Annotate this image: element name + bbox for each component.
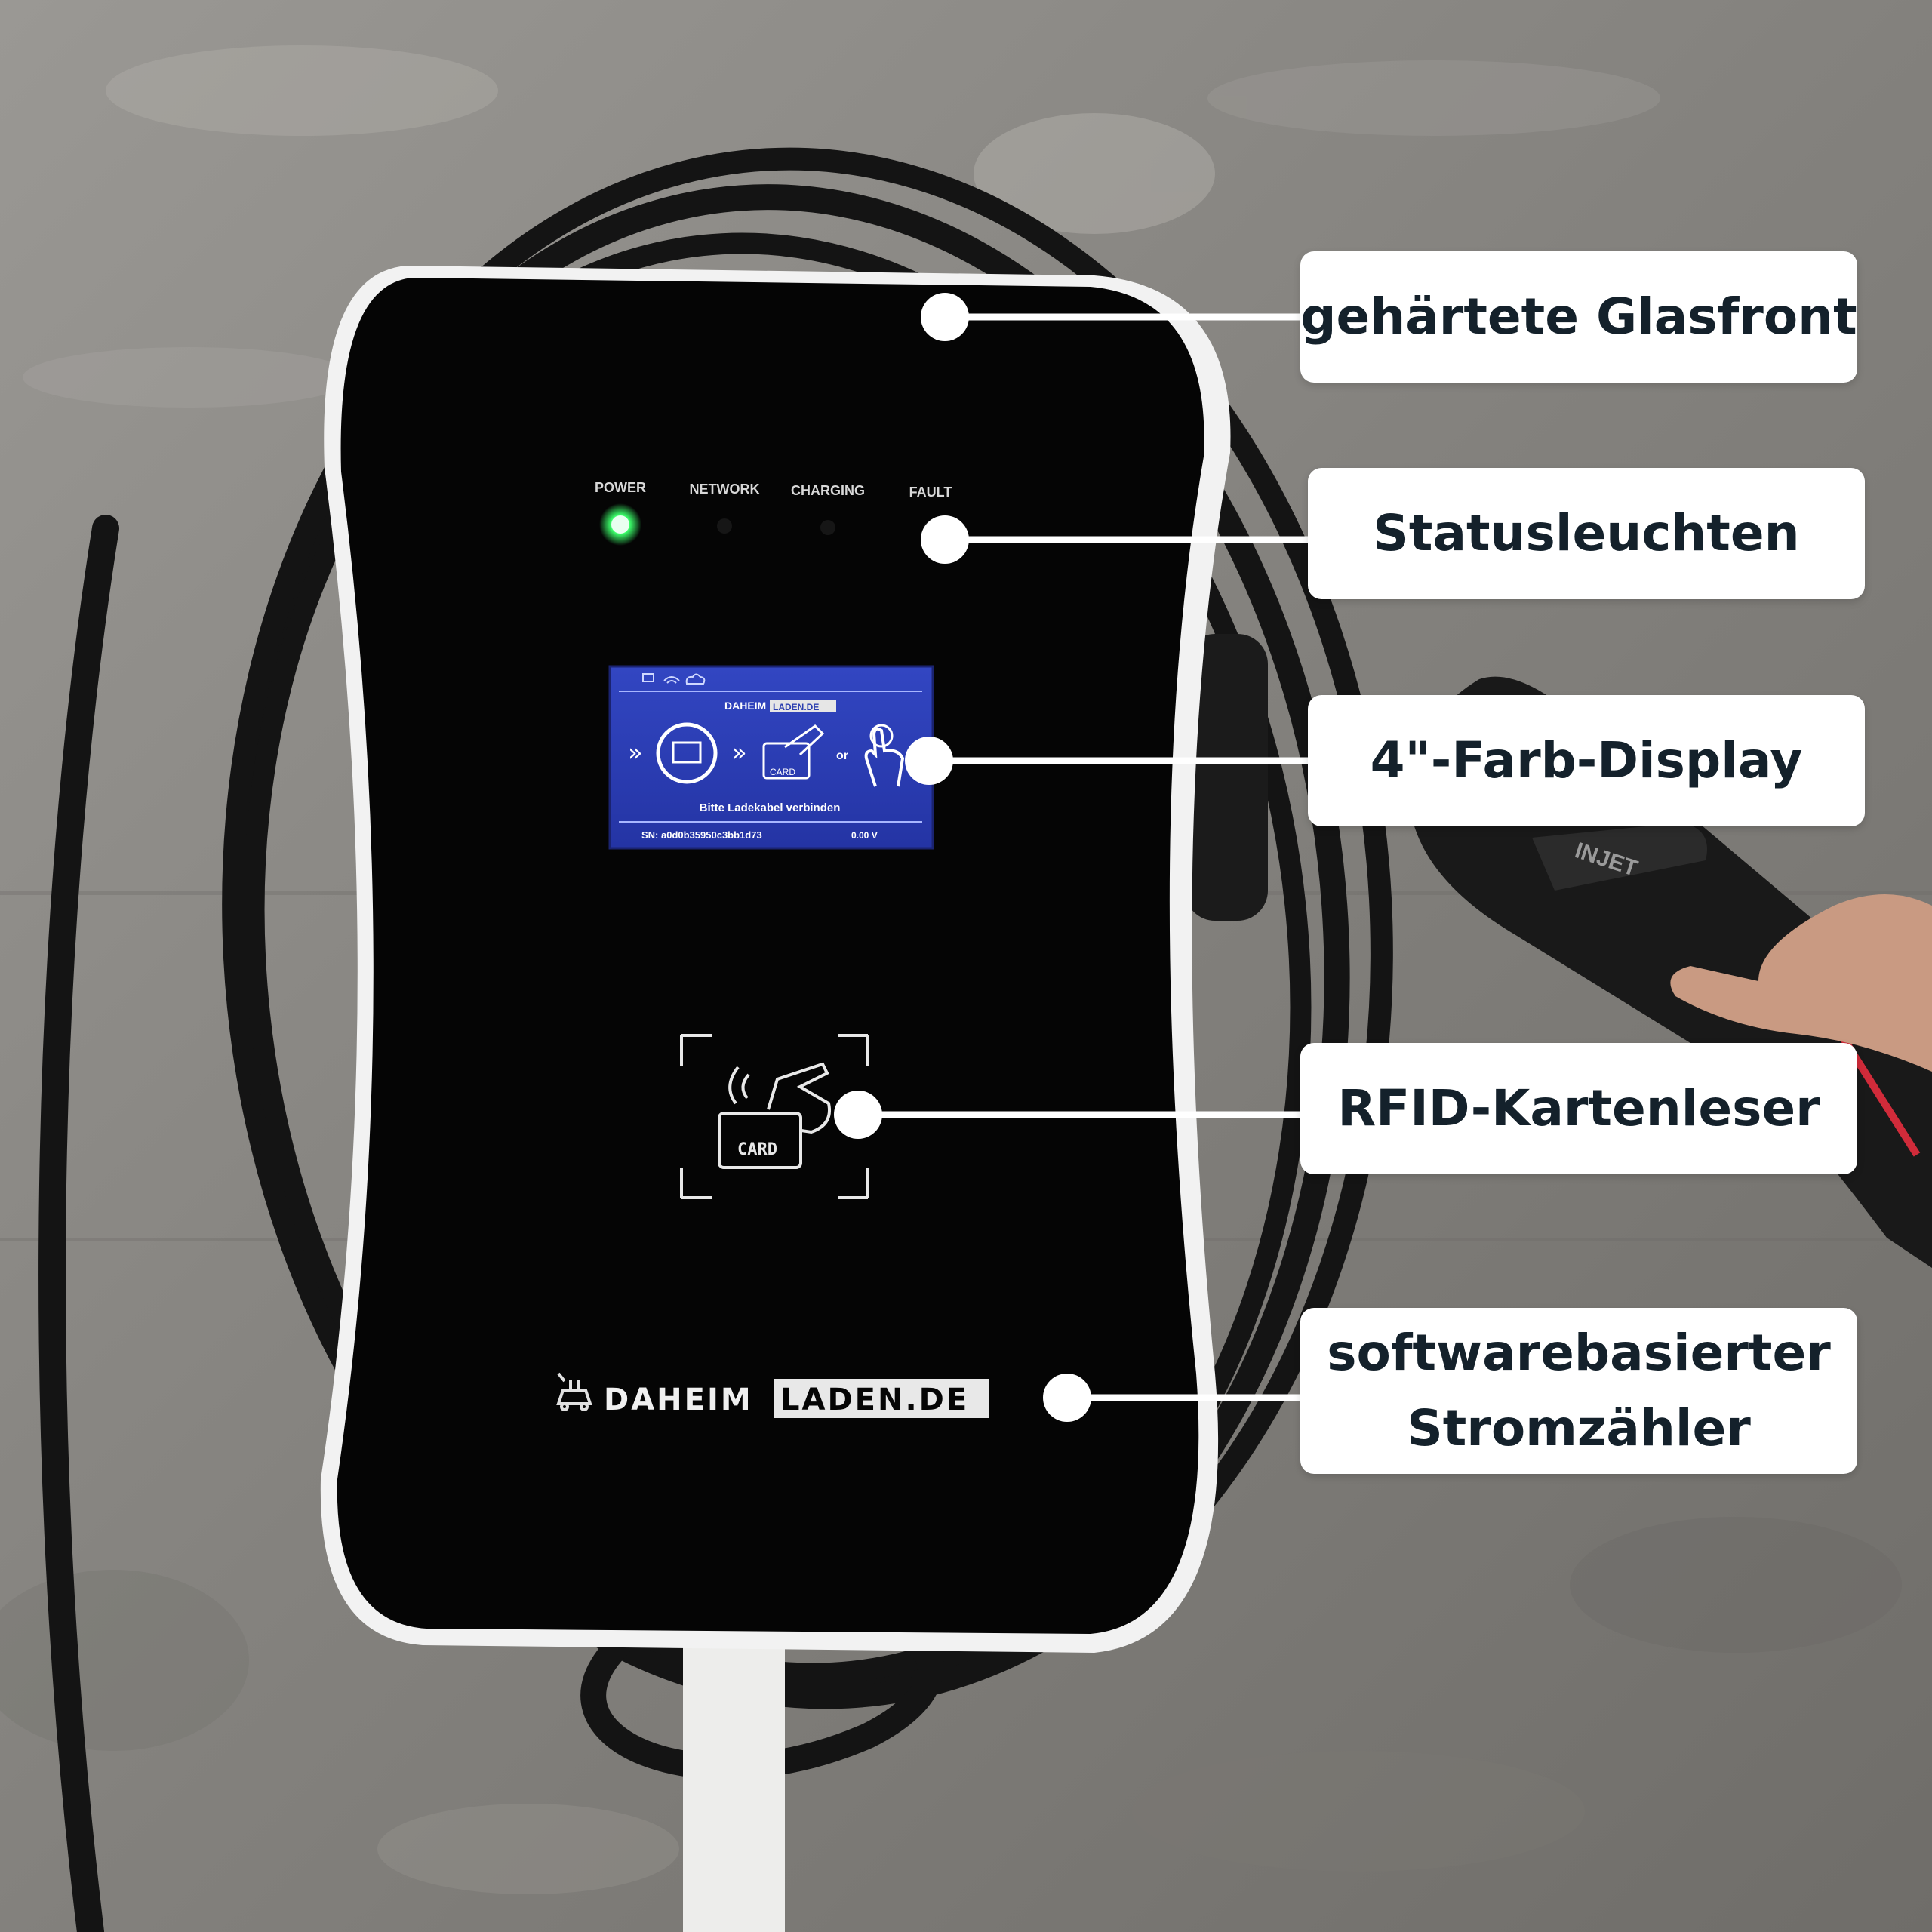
rfid-card-label: CARD <box>737 1140 777 1159</box>
callout-power-meter: softwarebasierter Stromzähler <box>1300 1308 1857 1474</box>
callout-text: Statusleuchten <box>1373 504 1800 562</box>
charging-led <box>820 520 835 535</box>
network-led <box>717 518 732 534</box>
charger-housing[interactable] <box>337 278 1204 1634</box>
logo-brand-left: DAHEIM <box>604 1383 753 1417</box>
indicator-label-network: NETWORK <box>690 481 760 497</box>
card-tap-icon <box>762 742 811 780</box>
display-brand-right: LADEN.DE <box>773 702 819 712</box>
callout-rfid-reader: RFID-Kartenleser <box>1300 1043 1857 1174</box>
callout-glass-front: gehärtete Glasfront <box>1300 251 1857 383</box>
display-brand-left: DAHEIM <box>724 700 766 712</box>
callout-text: 4"-Farb-Display <box>1370 731 1803 789</box>
callout-status-lights: Statusleuchten <box>1308 468 1865 599</box>
display-card-label: CARD <box>770 767 795 777</box>
callout-text: RFID-Kartenleser <box>1337 1079 1820 1137</box>
brand-logo: DAHEIM LADEN.DE <box>556 1372 989 1418</box>
hand <box>1670 894 1932 1072</box>
cloud-icon <box>685 673 706 685</box>
rfid-reader[interactable] <box>680 1034 869 1199</box>
side-holster <box>1185 634 1268 921</box>
callout-text-line-1: softwarebasierter <box>1327 1324 1831 1382</box>
callout-text-line-2: Stromzähler <box>1407 1399 1751 1457</box>
color-display[interactable]: DAHEIM LADEN.DE » » CARD or Bitte Ladeka… <box>608 665 934 850</box>
wifi-icon <box>663 676 680 684</box>
display-voltage: 0.00 V <box>851 830 878 841</box>
display-serial: SN: a0d0b35950c3bb1d73 <box>641 829 762 841</box>
monitor-icon <box>642 673 654 682</box>
chevron-right-icon: » <box>732 738 747 767</box>
indicator-label-fault: FAULT <box>909 485 952 500</box>
plug-icon <box>656 722 718 784</box>
display-or-text: or <box>836 749 848 762</box>
indicator-label-power: POWER <box>595 480 646 495</box>
display-message: Bitte Ladekabel verbinden <box>700 801 841 814</box>
charging-cable-coil <box>38 147 1393 1932</box>
rfid-card-hand-icon <box>718 1112 802 1169</box>
mounting-post <box>683 1638 785 1932</box>
callout-connectors <box>834 293 1308 1422</box>
logo-brand-right: LADEN.DE <box>780 1383 969 1417</box>
callout-text: gehärtete Glasfront <box>1300 288 1857 346</box>
car-plug-icon <box>556 1372 592 1411</box>
hand-touch-icon <box>864 727 905 787</box>
chevron-right-icon: » <box>628 738 643 767</box>
callout-color-display: 4"-Farb-Display <box>1308 695 1865 826</box>
indicator-label-charging: CHARGING <box>791 483 865 498</box>
